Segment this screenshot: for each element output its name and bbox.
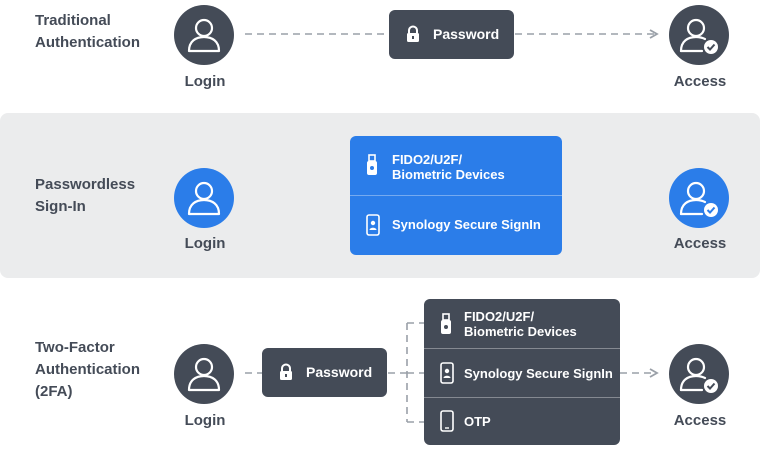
login-user-icon — [174, 344, 234, 404]
access-user-check-icon — [669, 168, 729, 228]
smartphone-icon — [440, 410, 454, 432]
usb-key-icon — [367, 154, 377, 175]
divider — [424, 397, 620, 398]
login-label: Login — [184, 235, 226, 252]
second-factor-methods-card: FIDO2/U2F/ Biometric Devices Synology Se… — [424, 299, 620, 445]
login-user-icon — [174, 5, 234, 65]
method-otp: OTP — [424, 398, 620, 445]
lock-icon — [280, 363, 292, 380]
method-secure-signin: Synology Secure SignIn — [424, 349, 620, 397]
divider — [350, 195, 562, 196]
password-factor: Password — [262, 348, 387, 397]
method-fido: FIDO2/U2F/ Biometric Devices — [424, 299, 620, 348]
method-secure-signin: Synology Secure SignIn — [350, 196, 562, 255]
lock-icon — [407, 25, 419, 42]
access-user-check-icon — [669, 344, 729, 404]
login-label: Login — [184, 73, 226, 90]
access-user-check-icon — [669, 5, 729, 65]
passwordless-methods-card: FIDO2/U2F/ Biometric Devices Synology Se… — [350, 136, 562, 255]
method-fido: FIDO2/U2F/ Biometric Devices — [350, 136, 562, 195]
phone-badge-icon — [440, 362, 454, 384]
login-user-icon — [174, 168, 234, 228]
usb-key-icon — [441, 313, 451, 334]
divider — [424, 348, 620, 349]
row-title-traditional: Traditional Authentication — [35, 12, 140, 51]
row-title-2fa: Two-Factor Authentication (2FA) — [35, 339, 140, 400]
access-label: Access — [673, 235, 727, 252]
password-factor: Password — [389, 10, 514, 59]
phone-badge-icon — [366, 214, 380, 236]
login-label: Login — [184, 412, 226, 429]
access-label: Access — [673, 412, 727, 429]
row-title-passwordless: Passwordless Sign-In — [35, 176, 136, 215]
access-label: Access — [673, 73, 727, 90]
